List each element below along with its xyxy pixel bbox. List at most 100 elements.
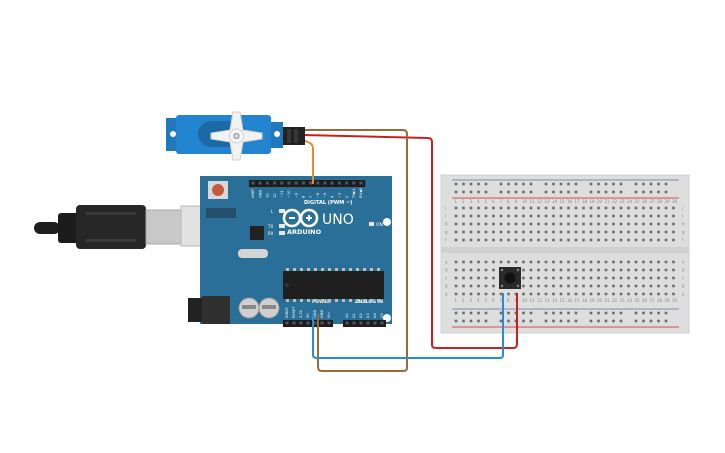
power-pin[interactable] — [313, 321, 317, 325]
breadboard-hole[interactable] — [664, 319, 668, 323]
breadboard-hole[interactable] — [522, 214, 525, 218]
breadboard-hole[interactable] — [529, 260, 533, 264]
breadboard-hole[interactable] — [484, 268, 488, 272]
breadboard-hole[interactable] — [612, 260, 615, 264]
breadboard-hole[interactable] — [649, 311, 653, 315]
breadboard-hole[interactable] — [619, 268, 623, 272]
breadboard-hole[interactable] — [664, 292, 668, 296]
breadboard-hole[interactable] — [507, 292, 510, 296]
wire-brown[interactable] — [303, 129, 408, 372]
wire-orange[interactable] — [302, 139, 314, 184]
breadboard-hole[interactable] — [462, 182, 465, 186]
breadboard-hole[interactable] — [499, 182, 503, 186]
power-pin[interactable] — [306, 321, 310, 325]
breadboard-hole[interactable] — [529, 182, 533, 186]
breadboard-hole[interactable] — [574, 260, 578, 264]
breadboard-hole[interactable] — [514, 260, 518, 264]
breadboard-hole[interactable] — [567, 268, 570, 272]
breadboard-hole[interactable] — [559, 292, 563, 296]
breadboard-hole[interactable] — [529, 222, 533, 226]
breadboard-hole[interactable] — [552, 190, 555, 194]
breadboard-hole[interactable] — [589, 182, 593, 186]
breadboard-hole[interactable] — [642, 238, 645, 242]
breadboard-hole[interactable] — [462, 238, 465, 242]
breadboard-hole[interactable] — [649, 222, 653, 226]
breadboard-hole[interactable] — [567, 182, 570, 186]
breadboard-hole[interactable] — [619, 292, 623, 296]
breadboard-hole[interactable] — [529, 206, 533, 210]
breadboard-hole[interactable] — [664, 311, 668, 315]
breadboard-hole[interactable] — [507, 182, 510, 186]
breadboard-hole[interactable] — [559, 182, 563, 186]
breadboard-hole[interactable] — [469, 260, 473, 264]
breadboard-hole[interactable] — [597, 190, 600, 194]
breadboard-hole[interactable] — [477, 214, 480, 218]
analog-pin[interactable] — [345, 321, 349, 325]
breadboard-hole[interactable] — [642, 268, 645, 272]
breadboard-hole[interactable] — [469, 311, 473, 315]
breadboard-hole[interactable] — [522, 284, 525, 288]
breadboard-hole[interactable] — [612, 222, 615, 226]
breadboard-hole[interactable] — [642, 230, 645, 234]
breadboard-hole[interactable] — [484, 276, 488, 280]
breadboard-hole[interactable] — [559, 214, 563, 218]
breadboard-hole[interactable] — [469, 230, 473, 234]
breadboard-hole[interactable] — [484, 230, 488, 234]
breadboard-hole[interactable] — [664, 206, 668, 210]
breadboard-hole[interactable] — [484, 190, 488, 194]
breadboard-hole[interactable] — [507, 260, 510, 264]
breadboard-hole[interactable] — [454, 190, 458, 194]
breadboard-hole[interactable] — [589, 319, 593, 323]
breadboard-hole[interactable] — [514, 190, 518, 194]
servo-motor[interactable] — [166, 111, 305, 161]
breadboard-hole[interactable] — [604, 292, 608, 296]
breadboard-hole[interactable] — [612, 284, 615, 288]
push-button[interactable] — [499, 267, 521, 289]
breadboard-hole[interactable] — [544, 214, 548, 218]
breadboard-hole[interactable] — [597, 284, 600, 288]
breadboard-hole[interactable] — [454, 238, 458, 242]
digital-pin[interactable] — [316, 181, 320, 185]
digital-pin[interactable] — [265, 181, 269, 185]
breadboard-hole[interactable] — [559, 230, 563, 234]
breadboard-hole[interactable] — [477, 182, 480, 186]
breadboard-hole[interactable] — [469, 182, 473, 186]
breadboard-hole[interactable] — [589, 238, 593, 242]
breadboard-hole[interactable] — [567, 292, 570, 296]
breadboard-hole[interactable] — [612, 182, 615, 186]
breadboard-hole[interactable] — [604, 268, 608, 272]
breadboard-hole[interactable] — [574, 268, 578, 272]
breadboard-hole[interactable] — [499, 206, 503, 210]
breadboard-hole[interactable] — [619, 238, 623, 242]
breadboard-hole[interactable] — [462, 222, 465, 226]
breadboard-hole[interactable] — [664, 238, 668, 242]
breadboard-hole[interactable] — [559, 268, 563, 272]
breadboard-hole[interactable] — [552, 268, 555, 272]
breadboard-hole[interactable] — [484, 214, 488, 218]
breadboard-hole[interactable] — [499, 238, 503, 242]
breadboard-hole[interactable] — [582, 292, 585, 296]
breadboard-hole[interactable] — [582, 230, 585, 234]
breadboard-hole[interactable] — [477, 292, 480, 296]
breadboard-hole[interactable] — [544, 182, 548, 186]
reset-button[interactable] — [208, 181, 228, 199]
breadboard-hole[interactable] — [664, 276, 668, 280]
breadboard-hole[interactable] — [664, 230, 668, 234]
breadboard-hole[interactable] — [522, 260, 525, 264]
breadboard-hole[interactable] — [604, 222, 608, 226]
breadboard-hole[interactable] — [597, 311, 600, 315]
breadboard-hole[interactable] — [492, 230, 495, 234]
breadboard-hole[interactable] — [537, 222, 540, 226]
breadboard-hole[interactable] — [589, 276, 593, 280]
breadboard-hole[interactable] — [627, 260, 630, 264]
breadboard-hole[interactable] — [642, 222, 645, 226]
servo-horn[interactable] — [210, 111, 263, 161]
breadboard-hole[interactable] — [664, 222, 668, 226]
digital-pin[interactable] — [294, 181, 298, 185]
breadboard-hole[interactable] — [657, 311, 660, 315]
breadboard-hole[interactable] — [649, 268, 653, 272]
breadboard-hole[interactable] — [537, 238, 540, 242]
breadboard-hole[interactable] — [664, 284, 668, 288]
breadboard-hole[interactable] — [514, 222, 518, 226]
breadboard-hole[interactable] — [492, 284, 495, 288]
